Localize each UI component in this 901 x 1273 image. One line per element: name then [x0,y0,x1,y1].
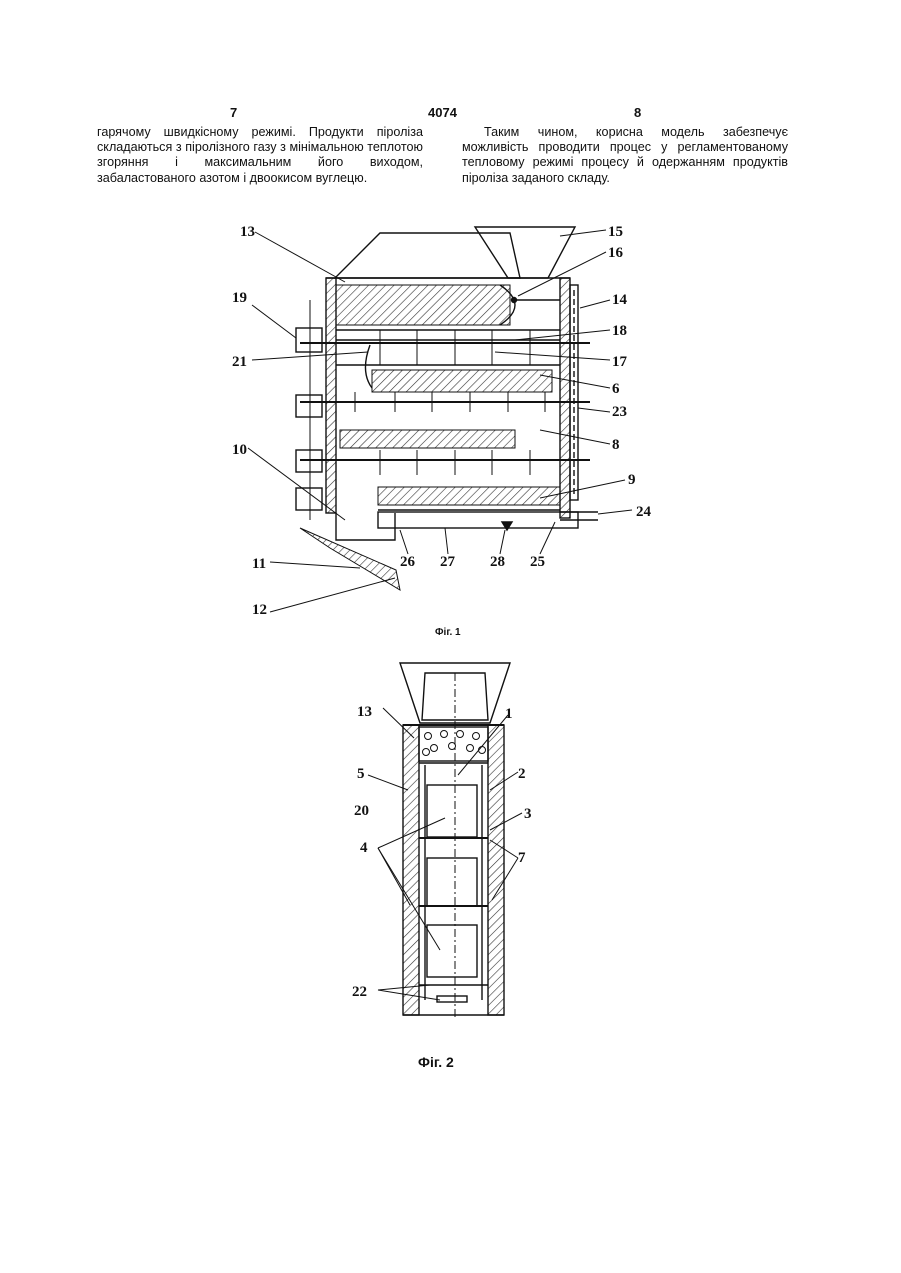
figure-2-drawing [400,663,510,1020]
fig1-label: 15 [608,224,623,240]
fig2-label: 4 [360,840,368,856]
figure-1-caption: Фіг. 1 [435,627,461,638]
fig1-label: 18 [612,323,627,339]
fig1-label: 25 [530,554,545,570]
fig1-label: 8 [612,437,620,453]
fig2-label: 3 [524,806,532,822]
figure-1-labels: 13 15 16 14 19 18 21 17 6 23 8 10 9 24 2… [232,224,652,618]
fig2-label: 2 [518,766,526,782]
figure-1-drawing [296,227,598,590]
fig1-label: 23 [612,404,627,420]
fig1-label: 19 [232,290,247,306]
fig1-label: 26 [400,554,416,570]
fig1-label: 14 [612,292,628,308]
fig1-label: 24 [636,504,652,520]
fig1-label: 21 [232,354,247,370]
fig1-label: 10 [232,442,247,458]
fig1-label: 6 [612,381,620,397]
fig1-label: 16 [608,245,624,261]
fig2-label: 5 [357,766,365,782]
fig1-label: 17 [612,354,628,370]
fig2-label: 7 [518,850,526,866]
fig2-label: 22 [352,984,367,1000]
fig2-label: 13 [357,704,372,720]
fig1-label: 9 [628,472,636,488]
fig2-label: 20 [354,803,369,819]
figure-2-caption: Фіг. 2 [418,1054,454,1070]
fig2-label: 1 [505,706,513,722]
fig1-label: 12 [252,602,267,618]
fig1-label: 11 [252,556,266,572]
fig1-label: 13 [240,224,255,240]
fig1-label: 28 [490,554,505,570]
fig1-label: 27 [440,554,456,570]
